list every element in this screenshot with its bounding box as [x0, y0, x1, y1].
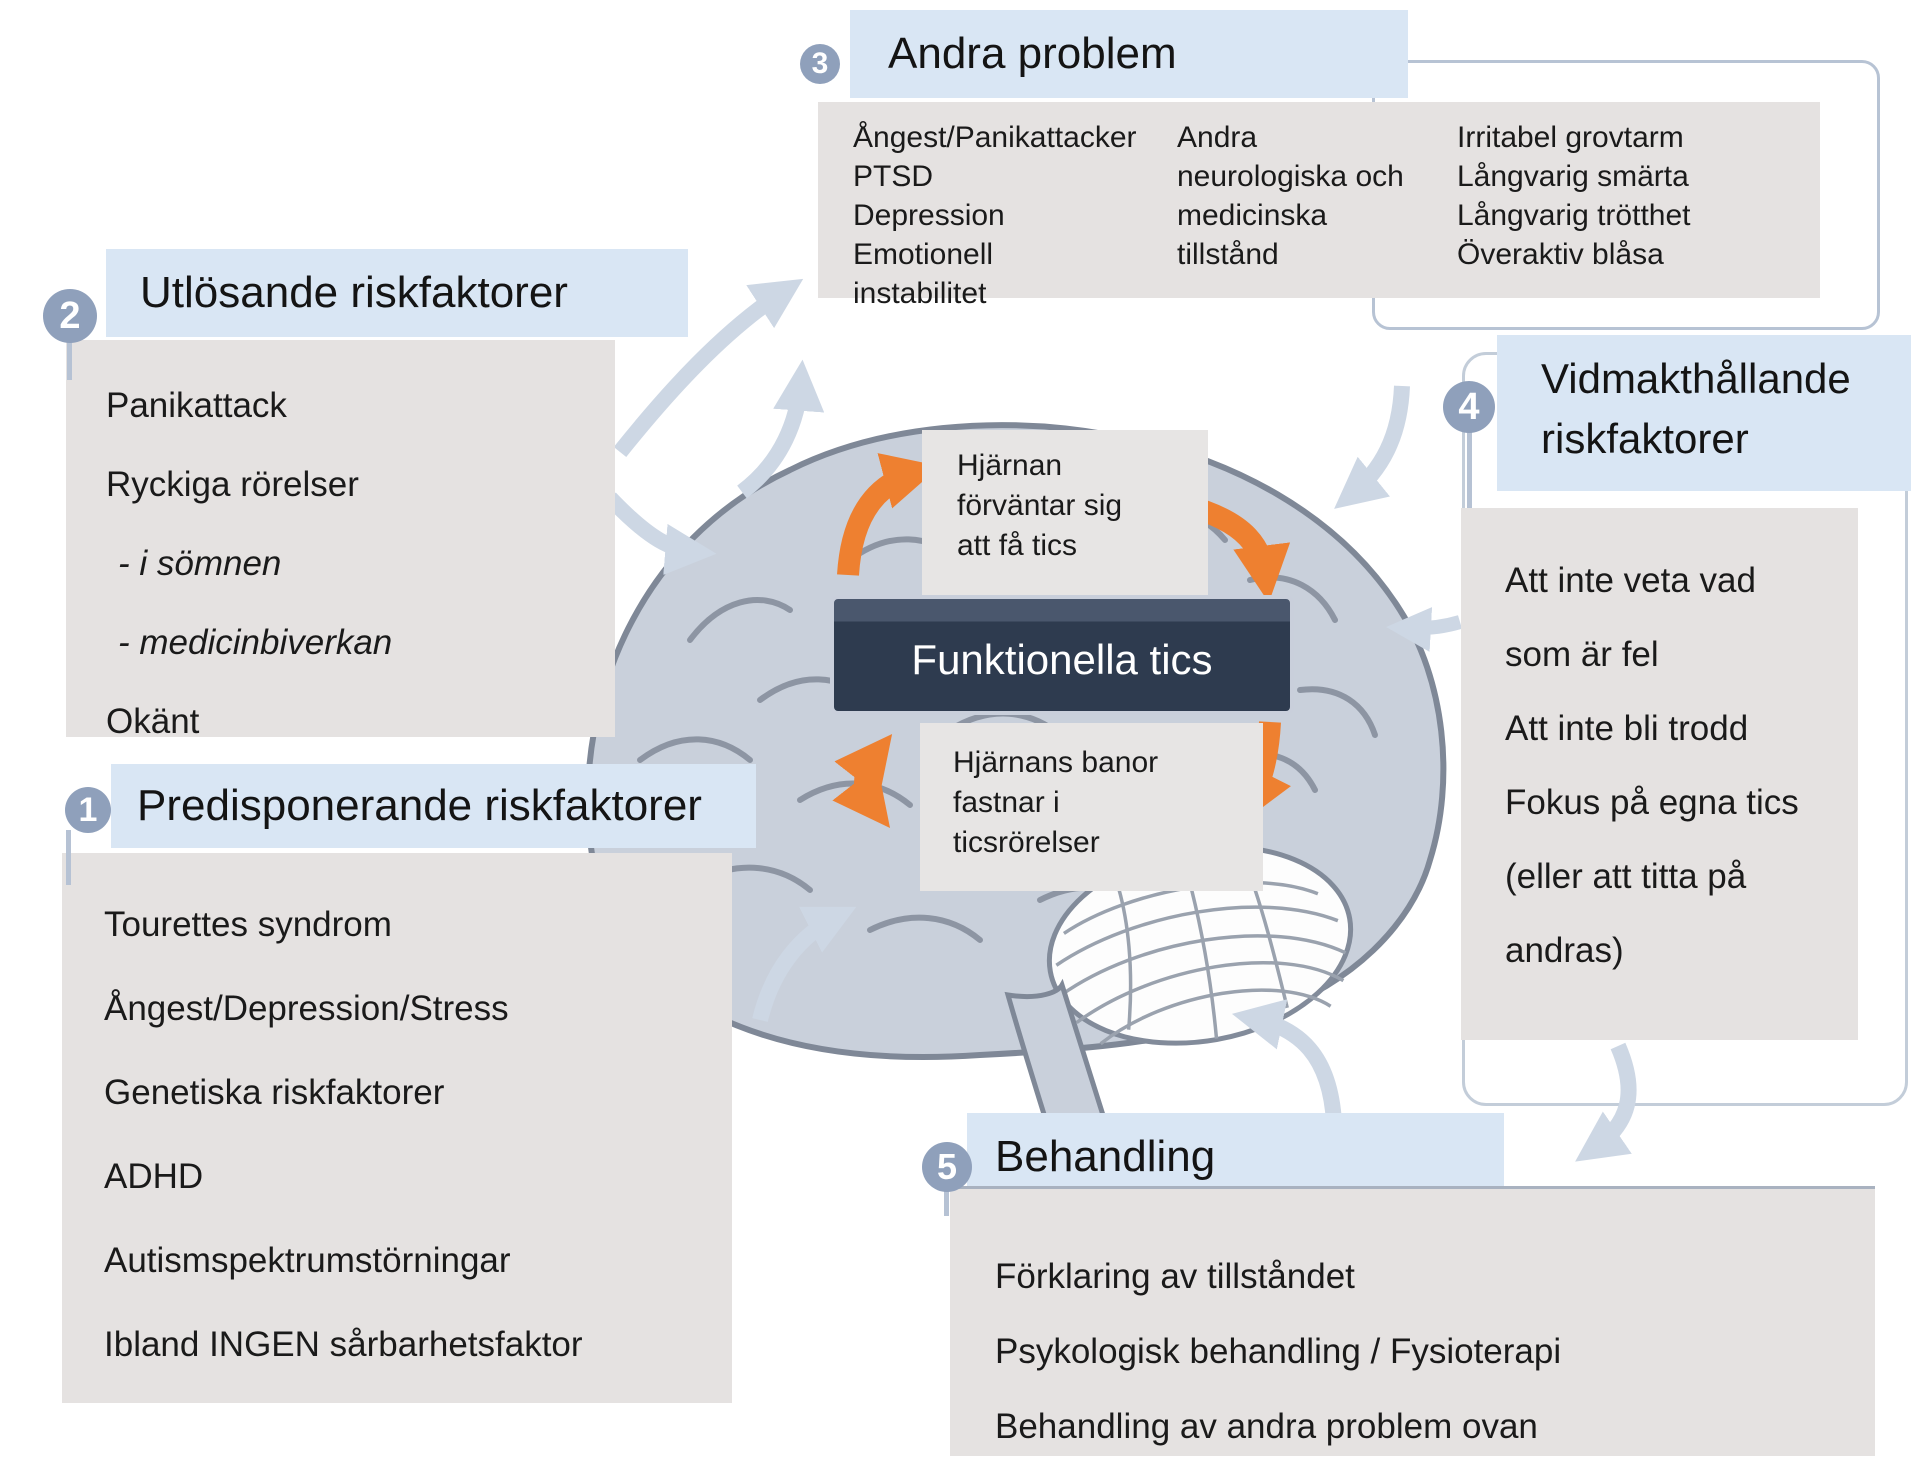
- functional-tics-text: Funktionella tics: [911, 636, 1213, 683]
- maintaining-riskfactors-panel: Att inte veta vad som är fel Att inte bl…: [1461, 508, 1858, 1040]
- arrow-brain-to-other-problems: [737, 359, 825, 499]
- list-item: Depression: [853, 199, 1005, 232]
- list-item: Irritabel grovtarm: [1457, 121, 1684, 154]
- list-item: Fokus på egna tics: [1505, 783, 1799, 822]
- cerebellum: [1046, 844, 1354, 1046]
- list-item: som är fel: [1505, 635, 1659, 674]
- badge-tail: [66, 830, 71, 885]
- step-2-badge: 2: [43, 289, 97, 343]
- note-line: fastnar i: [953, 786, 1060, 819]
- other-problems-column-2: Andra neurologiska och medicinska tillst…: [1177, 118, 1404, 274]
- step-1-badge: 1: [65, 787, 111, 833]
- badge-tail: [1467, 430, 1472, 508]
- triggering-riskfactors-header: Utlösande riskfaktorer: [106, 249, 688, 337]
- arrow-triggering-to-other-problems: [613, 278, 804, 457]
- triggering-riskfactors-panel: Panikattack Ryckiga rörelser - i sömnen …: [66, 340, 615, 741]
- list-item: Genetiska riskfaktorer: [104, 1073, 445, 1112]
- list-item: Långvarig smärta: [1457, 160, 1689, 193]
- step-5-badge: 5: [922, 1142, 972, 1192]
- step-3-badge: 3: [800, 44, 840, 84]
- maintaining-riskfactors-title-line2: riskfaktorer: [1541, 415, 1749, 462]
- orange-arrow-up-left: [837, 453, 941, 576]
- badge-tail: [67, 340, 72, 380]
- other-problems-column-3: Irritabel grovtarm Långvarig smärta Lång…: [1457, 118, 1690, 274]
- functional-tics-label: Funktionella tics: [830, 595, 1294, 715]
- predisposing-riskfactors-panel: Tourettes syndrom Ångest/Depression/Stre…: [62, 853, 732, 1403]
- list-item: Ryckiga rörelser: [106, 464, 359, 504]
- list-item: Andra: [1177, 121, 1258, 154]
- list-subitem: - i sömnen: [118, 543, 282, 583]
- list-item: PTSD: [853, 160, 934, 193]
- orange-double-arrow-lower-left: [832, 733, 893, 829]
- note-line: Hjärnan: [957, 449, 1063, 482]
- predisposing-riskfactors-title: Predisponerande riskfaktorer: [137, 781, 702, 830]
- list-item: neurologiska och: [1177, 160, 1404, 193]
- triggering-riskfactors-title: Utlösande riskfaktorer: [140, 268, 568, 317]
- maintaining-riskfactors-title-line1: Vidmakthållande: [1541, 355, 1851, 402]
- treatment-header: Behandling: [967, 1113, 1504, 1200]
- list-item: Emotionell: [853, 238, 994, 271]
- note-line: Hjärnans banor: [953, 746, 1159, 779]
- list-item: medicinska: [1177, 199, 1328, 232]
- list-item: ADHD: [104, 1157, 204, 1196]
- badge-tail: [944, 1190, 949, 1216]
- list-item: Förklaring av tillståndet: [995, 1256, 1355, 1296]
- note-line: att få tics: [957, 529, 1078, 562]
- list-item: Panikattack: [106, 385, 287, 425]
- list-item: Att inte veta vad: [1505, 561, 1756, 600]
- other-problems-column-1: Ångest/Panikattacker PTSD Depression Emo…: [853, 118, 1137, 313]
- note-line: förväntar sig: [957, 489, 1123, 522]
- flow-arrows: [604, 278, 1637, 1162]
- list-item: Att inte bli trodd: [1505, 709, 1749, 748]
- arrow-maintaining-to-treatment: [1575, 1042, 1637, 1162]
- maintaining-riskfactors-header: Vidmakthållande riskfaktorer: [1497, 335, 1911, 491]
- arrow-maintaining-to-brain: [1386, 607, 1463, 652]
- treatment-title: Behandling: [995, 1131, 1216, 1181]
- arrow-other-problems-to-brain: [1334, 385, 1410, 509]
- list-item: instabilitet: [853, 277, 987, 310]
- list-item: Långvarig trötthet: [1457, 199, 1691, 232]
- list-item: tillstånd: [1177, 238, 1279, 271]
- list-item: Psykologisk behandling / Fysioterapi: [995, 1331, 1562, 1371]
- arrow-predisposing-to-brain: [752, 906, 857, 1022]
- list-item: Ångest/Panikattacker: [853, 121, 1137, 154]
- treatment-panel: Förklaring av tillståndet Psykologisk be…: [950, 1186, 1875, 1456]
- list-item: andras): [1505, 931, 1624, 970]
- list-item: Behandling av andra problem ovan: [995, 1406, 1538, 1446]
- brain-pathways-note: Hjärnans banor fastnar i ticsrörelser: [920, 723, 1263, 891]
- list-subitem: - medicinbiverkan: [118, 622, 393, 662]
- brain-expectation-note: Hjärnan förväntar sig att få tics: [922, 430, 1208, 596]
- list-item: Överaktiv blåsa: [1457, 238, 1664, 271]
- list-item: Autismspektrumstörningar: [104, 1241, 511, 1280]
- other-problems-title: Andra problem: [888, 29, 1177, 78]
- arrow-triggering-to-brain: [604, 492, 717, 575]
- other-problems-header: Andra problem: [850, 10, 1408, 98]
- list-item: Tourettes syndrom: [104, 905, 392, 944]
- list-item: Okänt: [106, 701, 200, 741]
- list-item: (eller att titta på: [1505, 857, 1747, 896]
- note-line: ticsrörelser: [953, 826, 1100, 859]
- predisposing-riskfactors-header: Predisponerande riskfaktorer: [111, 764, 756, 848]
- list-item: Ångest/Depression/Stress: [104, 989, 509, 1028]
- list-item: Ibland INGEN sårbarhetsfaktor: [104, 1325, 583, 1364]
- other-problems-panel: Ångest/Panikattacker PTSD Depression Emo…: [818, 102, 1820, 310]
- arrow-treatment-to-brain: [1231, 999, 1342, 1123]
- step-4-badge: 4: [1443, 381, 1495, 433]
